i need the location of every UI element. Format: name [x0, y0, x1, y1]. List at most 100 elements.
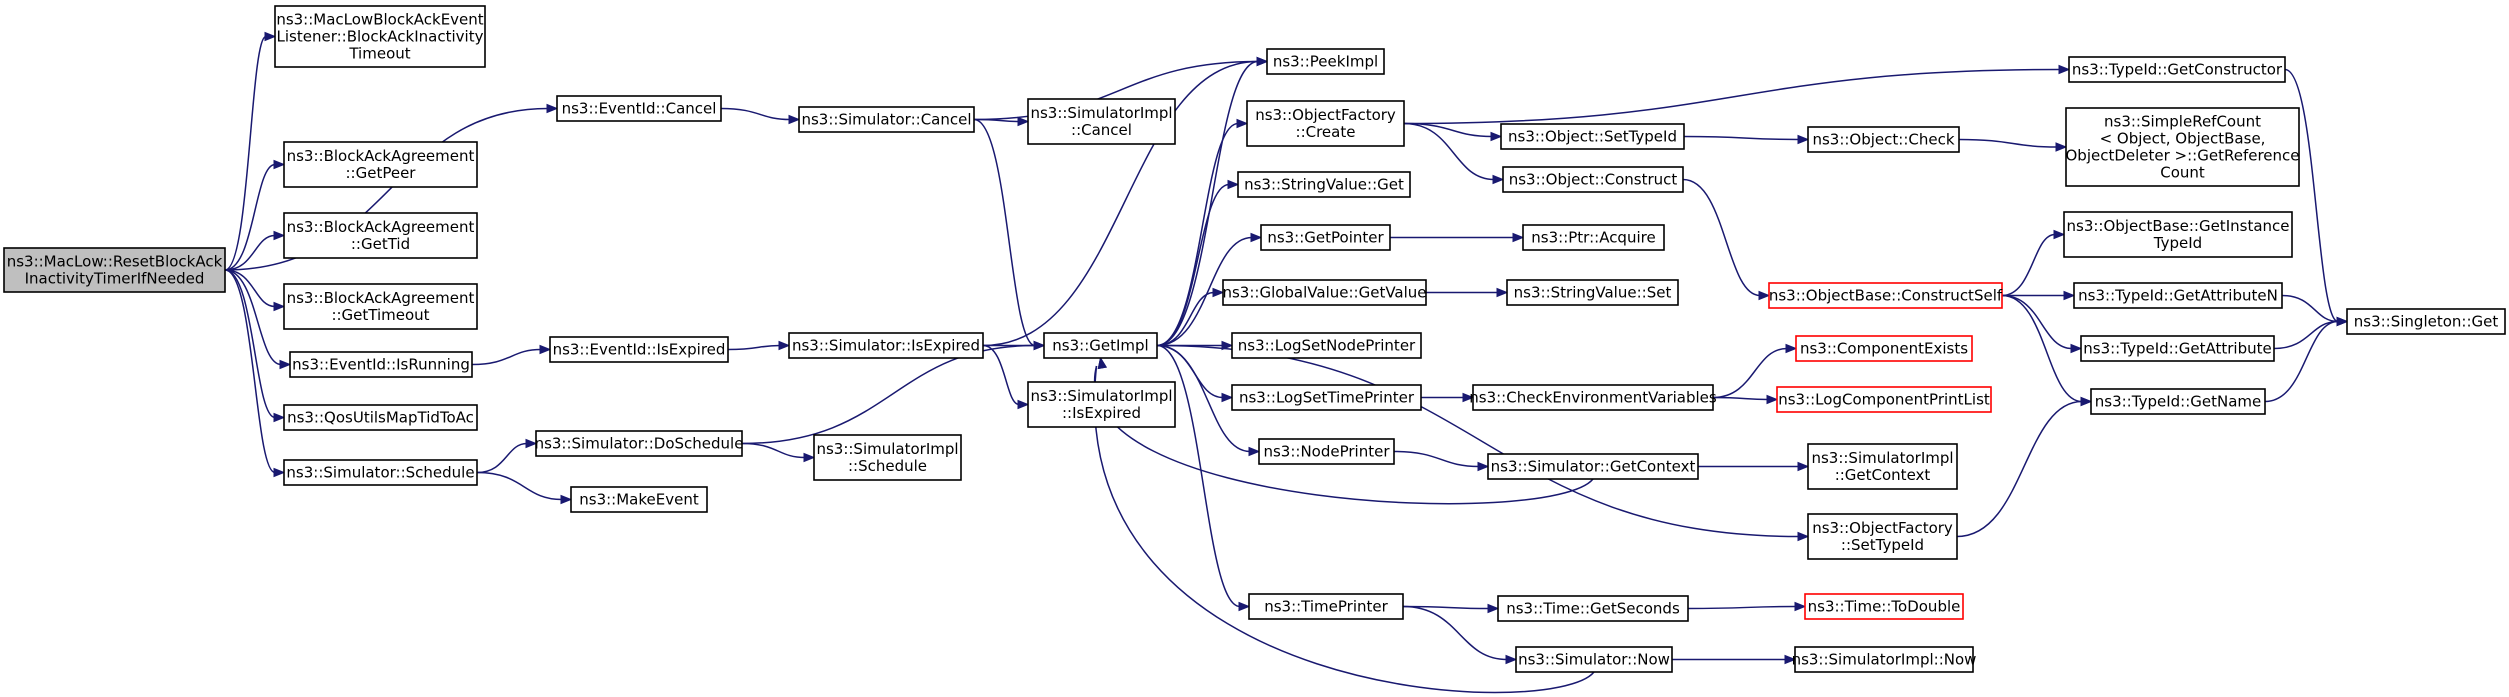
node-box-getContext[interactable]: [1487, 453, 1699, 480]
node-box-constructSelf[interactable]: [1768, 282, 2003, 309]
node-box-logTime[interactable]: [1231, 384, 1422, 411]
node-box-timePrinter[interactable]: [1248, 593, 1404, 620]
node-box-getAttributeN[interactable]: [2073, 282, 2283, 309]
node-box-stringSet[interactable]: [1506, 279, 1679, 306]
node-getAttributeN[interactable]: ns3::TypeId::GetAttributeN: [2073, 282, 2283, 309]
node-box-eventIsExpired[interactable]: [549, 336, 729, 363]
node-acquire[interactable]: ns3::Ptr::Acquire: [1522, 224, 1665, 251]
node-box-stringGet[interactable]: [1237, 171, 1411, 198]
node-toDouble[interactable]: ns3::Time::ToDouble: [1804, 593, 1964, 620]
node-box-logCompPrint[interactable]: [1776, 386, 1992, 413]
node-box-checkEnv[interactable]: [1472, 384, 1714, 411]
node-getAttribute[interactable]: ns3::TypeId::GetAttribute: [2080, 335, 2275, 362]
node-implGetContext[interactable]: ns3::SimulatorImpl::GetContext: [1807, 443, 1958, 490]
node-box-getPointer[interactable]: [1260, 224, 1391, 251]
node-box-implIsExpired[interactable]: [1027, 381, 1176, 428]
node-box-ofSetTypeId[interactable]: [1807, 513, 1958, 560]
node-box-implGetContext[interactable]: [1807, 443, 1958, 490]
node-check[interactable]: ns3::Object::Check: [1807, 126, 1960, 153]
node-logCompPrint[interactable]: ns3::LogComponentPrintList: [1776, 386, 1992, 413]
node-getImpl[interactable]: ns3::GetImpl: [1043, 332, 1158, 359]
node-box-doSchedule[interactable]: [535, 430, 743, 457]
node-box-getImpl[interactable]: [1043, 332, 1158, 359]
node-stringSet[interactable]: ns3::StringValue::Set: [1506, 279, 1679, 306]
node-schedule[interactable]: ns3::Simulator::Schedule: [283, 459, 478, 486]
node-box-check[interactable]: [1807, 126, 1960, 153]
node-box-isRunning[interactable]: [289, 351, 473, 378]
node-eventIsExpired[interactable]: ns3::EventId::IsExpired: [549, 336, 729, 363]
node-stringGet[interactable]: ns3::StringValue::Get: [1237, 171, 1411, 198]
node-getTimeout[interactable]: ns3::BlockAckAgreement::GetTimeout: [283, 283, 478, 330]
node-box-globalGet[interactable]: [1222, 279, 1427, 306]
node-simIsExpired[interactable]: ns3::Simulator::IsExpired: [788, 332, 984, 359]
node-eventCancel[interactable]: ns3::EventId::Cancel: [556, 95, 722, 122]
node-box-implSchedule[interactable]: [813, 434, 962, 481]
node-box-construct[interactable]: [1502, 166, 1684, 193]
node-checkEnv[interactable]: ns3::CheckEnvironmentVariables: [1469, 384, 1717, 411]
node-box-makeEvent[interactable]: [570, 486, 708, 513]
node-box-listener[interactable]: [274, 5, 486, 68]
node-box-reset[interactable]: [3, 247, 226, 293]
node-box-acquire[interactable]: [1522, 224, 1665, 251]
node-implSchedule[interactable]: ns3::SimulatorImpl::Schedule: [813, 434, 962, 481]
node-box-logNode[interactable]: [1231, 332, 1422, 359]
node-box-getConstructor[interactable]: [2068, 56, 2286, 83]
node-qosUtils[interactable]: ns3::QosUtilsMapTidToAc: [283, 404, 478, 431]
node-box-getSeconds[interactable]: [1497, 595, 1689, 622]
node-implNow[interactable]: ns3::SimulatorImpl::Now: [1792, 646, 1977, 673]
node-box-qosUtils[interactable]: [283, 404, 478, 431]
node-box-compExists[interactable]: [1795, 335, 1973, 362]
node-compExists[interactable]: ns3::ComponentExists: [1795, 335, 1973, 362]
node-timePrinter[interactable]: ns3::TimePrinter: [1248, 593, 1404, 620]
node-box-simNow[interactable]: [1515, 646, 1673, 673]
node-box-getAttribute[interactable]: [2080, 335, 2275, 362]
node-peekImpl[interactable]: ns3::PeekImpl: [1266, 48, 1385, 75]
node-getPointer[interactable]: ns3::GetPointer: [1260, 224, 1391, 251]
node-box-ofCreate[interactable]: [1246, 100, 1405, 147]
node-box-setTypeId[interactable]: [1500, 123, 1685, 150]
node-box-simCancel[interactable]: [798, 106, 975, 133]
node-reset[interactable]: ns3::MacLow::ResetBlockAckInactivityTime…: [3, 247, 226, 293]
node-getContext[interactable]: ns3::Simulator::GetContext: [1487, 453, 1699, 480]
node-isRunning[interactable]: ns3::EventId::IsRunning: [289, 351, 473, 378]
node-box-nodePrinter[interactable]: [1258, 438, 1395, 465]
node-box-implNow[interactable]: [1794, 646, 1974, 673]
node-box-getInstanceTypeId[interactable]: [2063, 211, 2293, 258]
node-implCancel[interactable]: ns3::SimulatorImpl::Cancel: [1027, 98, 1176, 145]
node-box-getPeer[interactable]: [283, 141, 478, 188]
node-makeEvent[interactable]: ns3::MakeEvent: [570, 486, 708, 513]
node-getPeer[interactable]: ns3::BlockAckAgreement::GetPeer: [283, 141, 478, 188]
node-getName[interactable]: ns3::TypeId::GetName: [2090, 388, 2266, 415]
node-box-getTimeout[interactable]: [283, 283, 478, 330]
node-box-refCount[interactable]: [2065, 107, 2300, 187]
node-implIsExpired[interactable]: ns3::SimulatorImpl::IsExpired: [1027, 381, 1176, 428]
node-globalGet[interactable]: ns3::GlobalValue::GetValue: [1222, 279, 1427, 306]
node-refCount[interactable]: ns3::SimpleRefCount< Object, ObjectBase,…: [2065, 107, 2300, 187]
node-doSchedule[interactable]: ns3::Simulator::DoSchedule: [535, 430, 744, 457]
node-box-schedule[interactable]: [283, 459, 478, 486]
node-listener[interactable]: ns3::MacLowBlockAckEventListener::BlockA…: [274, 5, 486, 68]
node-setTypeId[interactable]: ns3::Object::SetTypeId: [1500, 123, 1685, 150]
node-box-singletonGet[interactable]: [2346, 308, 2506, 335]
node-box-getTid[interactable]: [283, 212, 478, 259]
node-box-getName[interactable]: [2090, 388, 2266, 415]
node-ofSetTypeId[interactable]: ns3::ObjectFactory::SetTypeId: [1807, 513, 1958, 560]
node-simCancel[interactable]: ns3::Simulator::Cancel: [798, 106, 975, 133]
node-box-simIsExpired[interactable]: [788, 332, 984, 359]
node-construct[interactable]: ns3::Object::Construct: [1502, 166, 1684, 193]
node-logTime[interactable]: ns3::LogSetTimePrinter: [1231, 384, 1422, 411]
node-box-peekImpl[interactable]: [1266, 48, 1385, 75]
node-box-toDouble[interactable]: [1804, 593, 1964, 620]
node-ofCreate[interactable]: ns3::ObjectFactory::Create: [1246, 100, 1405, 147]
node-simNow[interactable]: ns3::Simulator::Now: [1515, 646, 1673, 673]
node-getConstructor[interactable]: ns3::TypeId::GetConstructor: [2068, 56, 2286, 83]
node-nodePrinter[interactable]: ns3::NodePrinter: [1258, 438, 1395, 465]
node-getTid[interactable]: ns3::BlockAckAgreement::GetTid: [283, 212, 478, 259]
node-constructSelf[interactable]: ns3::ObjectBase::ConstructSelf: [1768, 282, 2003, 309]
node-singletonGet[interactable]: ns3::Singleton::Get: [2346, 308, 2506, 335]
node-box-implCancel[interactable]: [1027, 98, 1176, 145]
node-box-eventCancel[interactable]: [556, 95, 722, 122]
node-getSeconds[interactable]: ns3::Time::GetSeconds: [1497, 595, 1689, 622]
node-logNode[interactable]: ns3::LogSetNodePrinter: [1231, 332, 1422, 359]
